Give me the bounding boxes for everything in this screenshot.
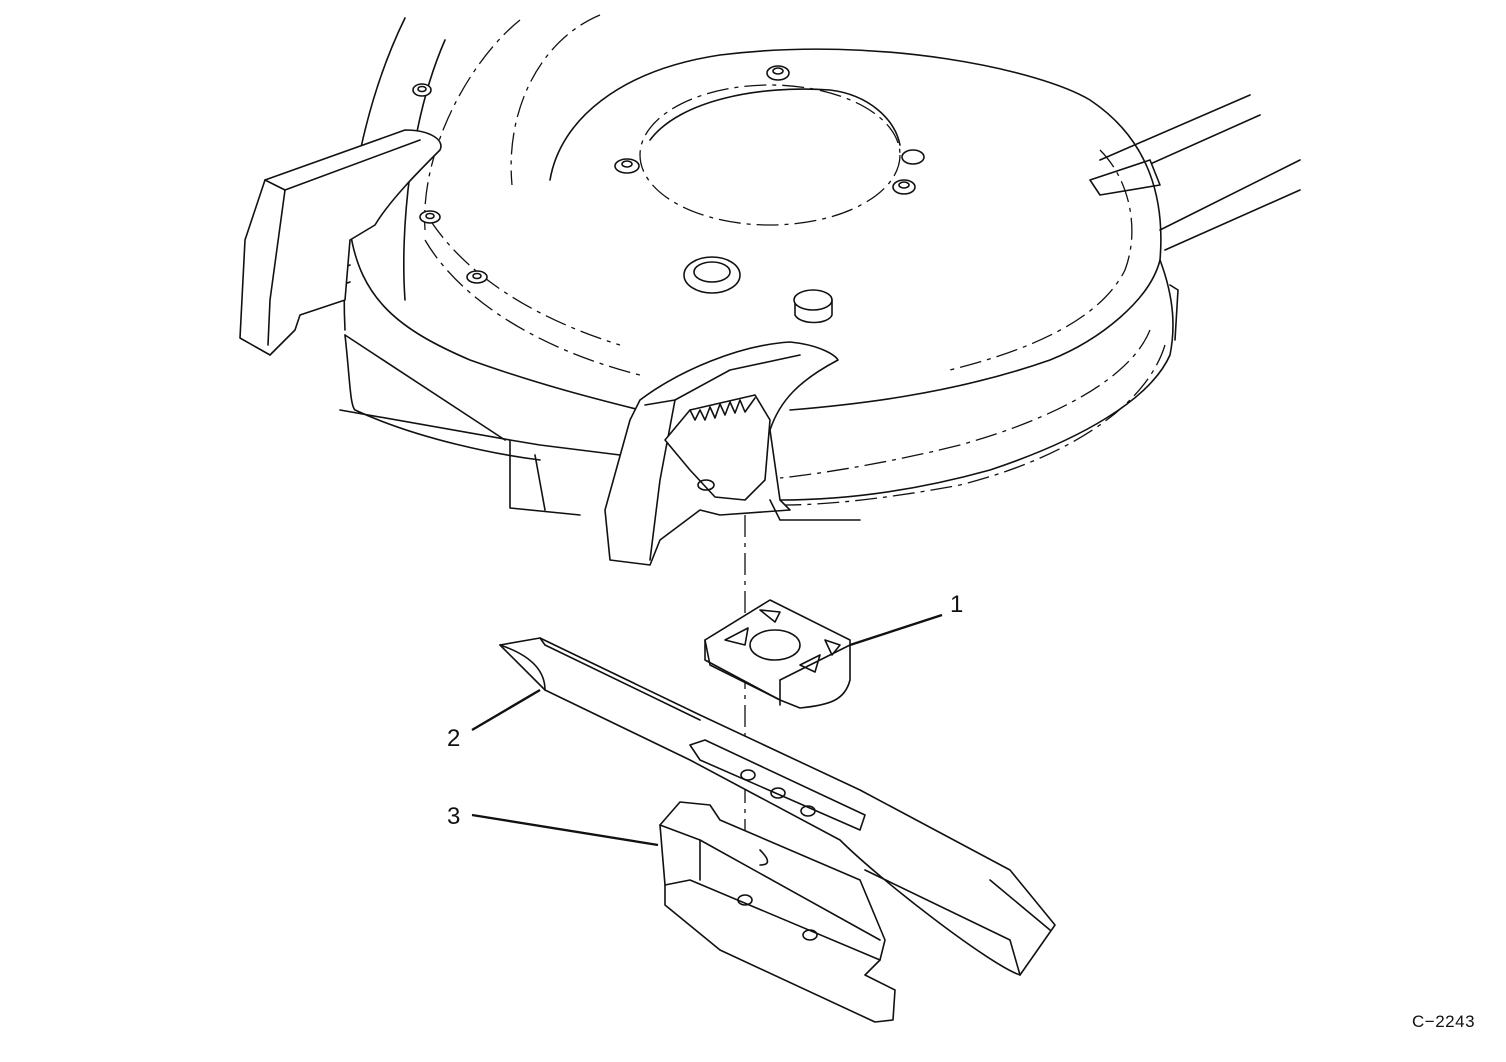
blade-part-2: [499, 637, 1056, 976]
mower-deck: [239, 14, 1301, 566]
spindle-bracket: [664, 394, 771, 501]
leader-line-1: [849, 613, 943, 647]
blade-plate-part-3: [659, 801, 896, 1023]
callout-2: 2: [447, 725, 460, 752]
blade-adapter-part-1: [704, 599, 851, 709]
callout-1: 1: [950, 591, 963, 618]
leader-line-2: [471, 688, 541, 732]
figure-code: C−2243: [1412, 1012, 1475, 1031]
leader-line-3: [471, 813, 659, 847]
mounting-bosses: [412, 65, 925, 324]
callout-3: 3: [447, 803, 460, 830]
